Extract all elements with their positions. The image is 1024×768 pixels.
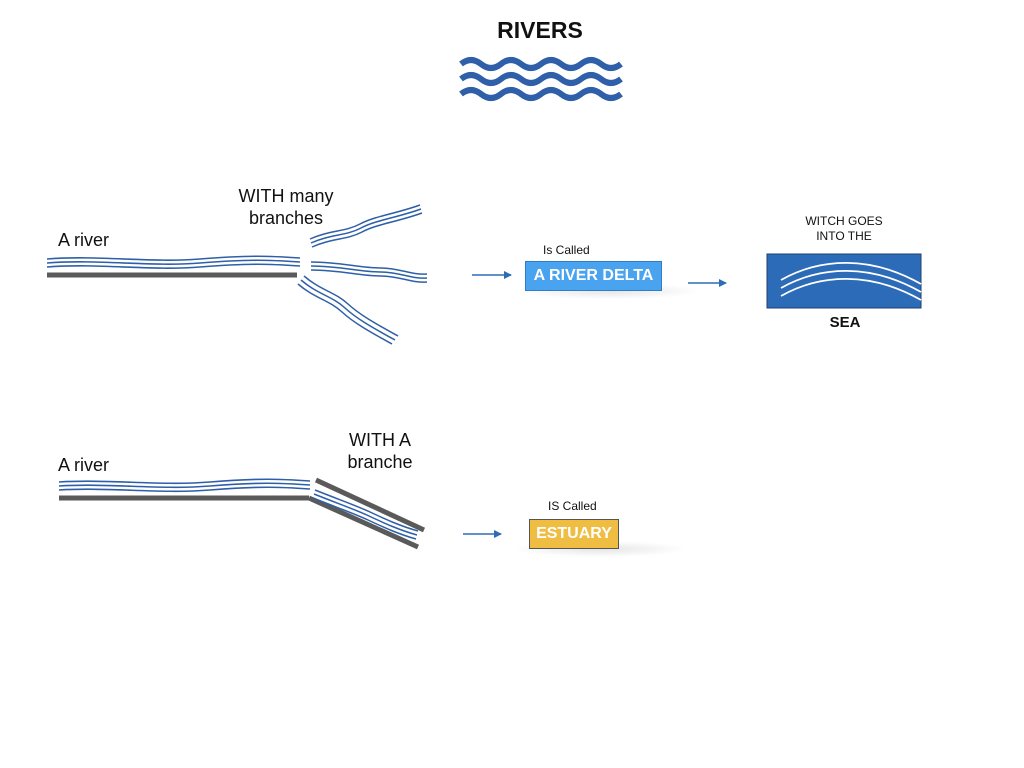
river-main-estuary [58, 478, 311, 493]
goes-into-label-line1: WITCH GOES [805, 214, 883, 228]
river-delta-box: A RIVER DELTA [525, 261, 662, 291]
is-called-estuary-label: IS Called [548, 499, 597, 513]
goes-into-label: WITCH GOES INTO THE [788, 214, 900, 244]
delta-branch-upper [309, 204, 423, 248]
branch-label-line1: WITH A [349, 430, 411, 450]
branches-label-line2: branches [248, 208, 324, 228]
sea-icon [766, 253, 922, 309]
river-main-delta [46, 255, 301, 269]
page-title: RIVERS [497, 17, 583, 43]
river-label-delta: A river [58, 230, 110, 250]
branch-label: WITH A branche [335, 429, 425, 473]
sea-label: SEA [829, 314, 861, 331]
branch-label-line2: branche [347, 452, 413, 472]
delta-branch-lower [297, 275, 399, 345]
river-label-estuary: A river [58, 455, 110, 475]
goes-into-label-line2: INTO THE [816, 229, 872, 243]
delta-branch-middle [310, 261, 428, 283]
branches-label: WITH many branches [226, 185, 346, 229]
waves-icon [459, 57, 623, 101]
estuary-box: ESTUARY [529, 519, 619, 549]
estuary-branch [307, 477, 426, 550]
is-called-label: Is Called [543, 243, 590, 257]
branches-label-line1: WITH many [238, 186, 334, 206]
